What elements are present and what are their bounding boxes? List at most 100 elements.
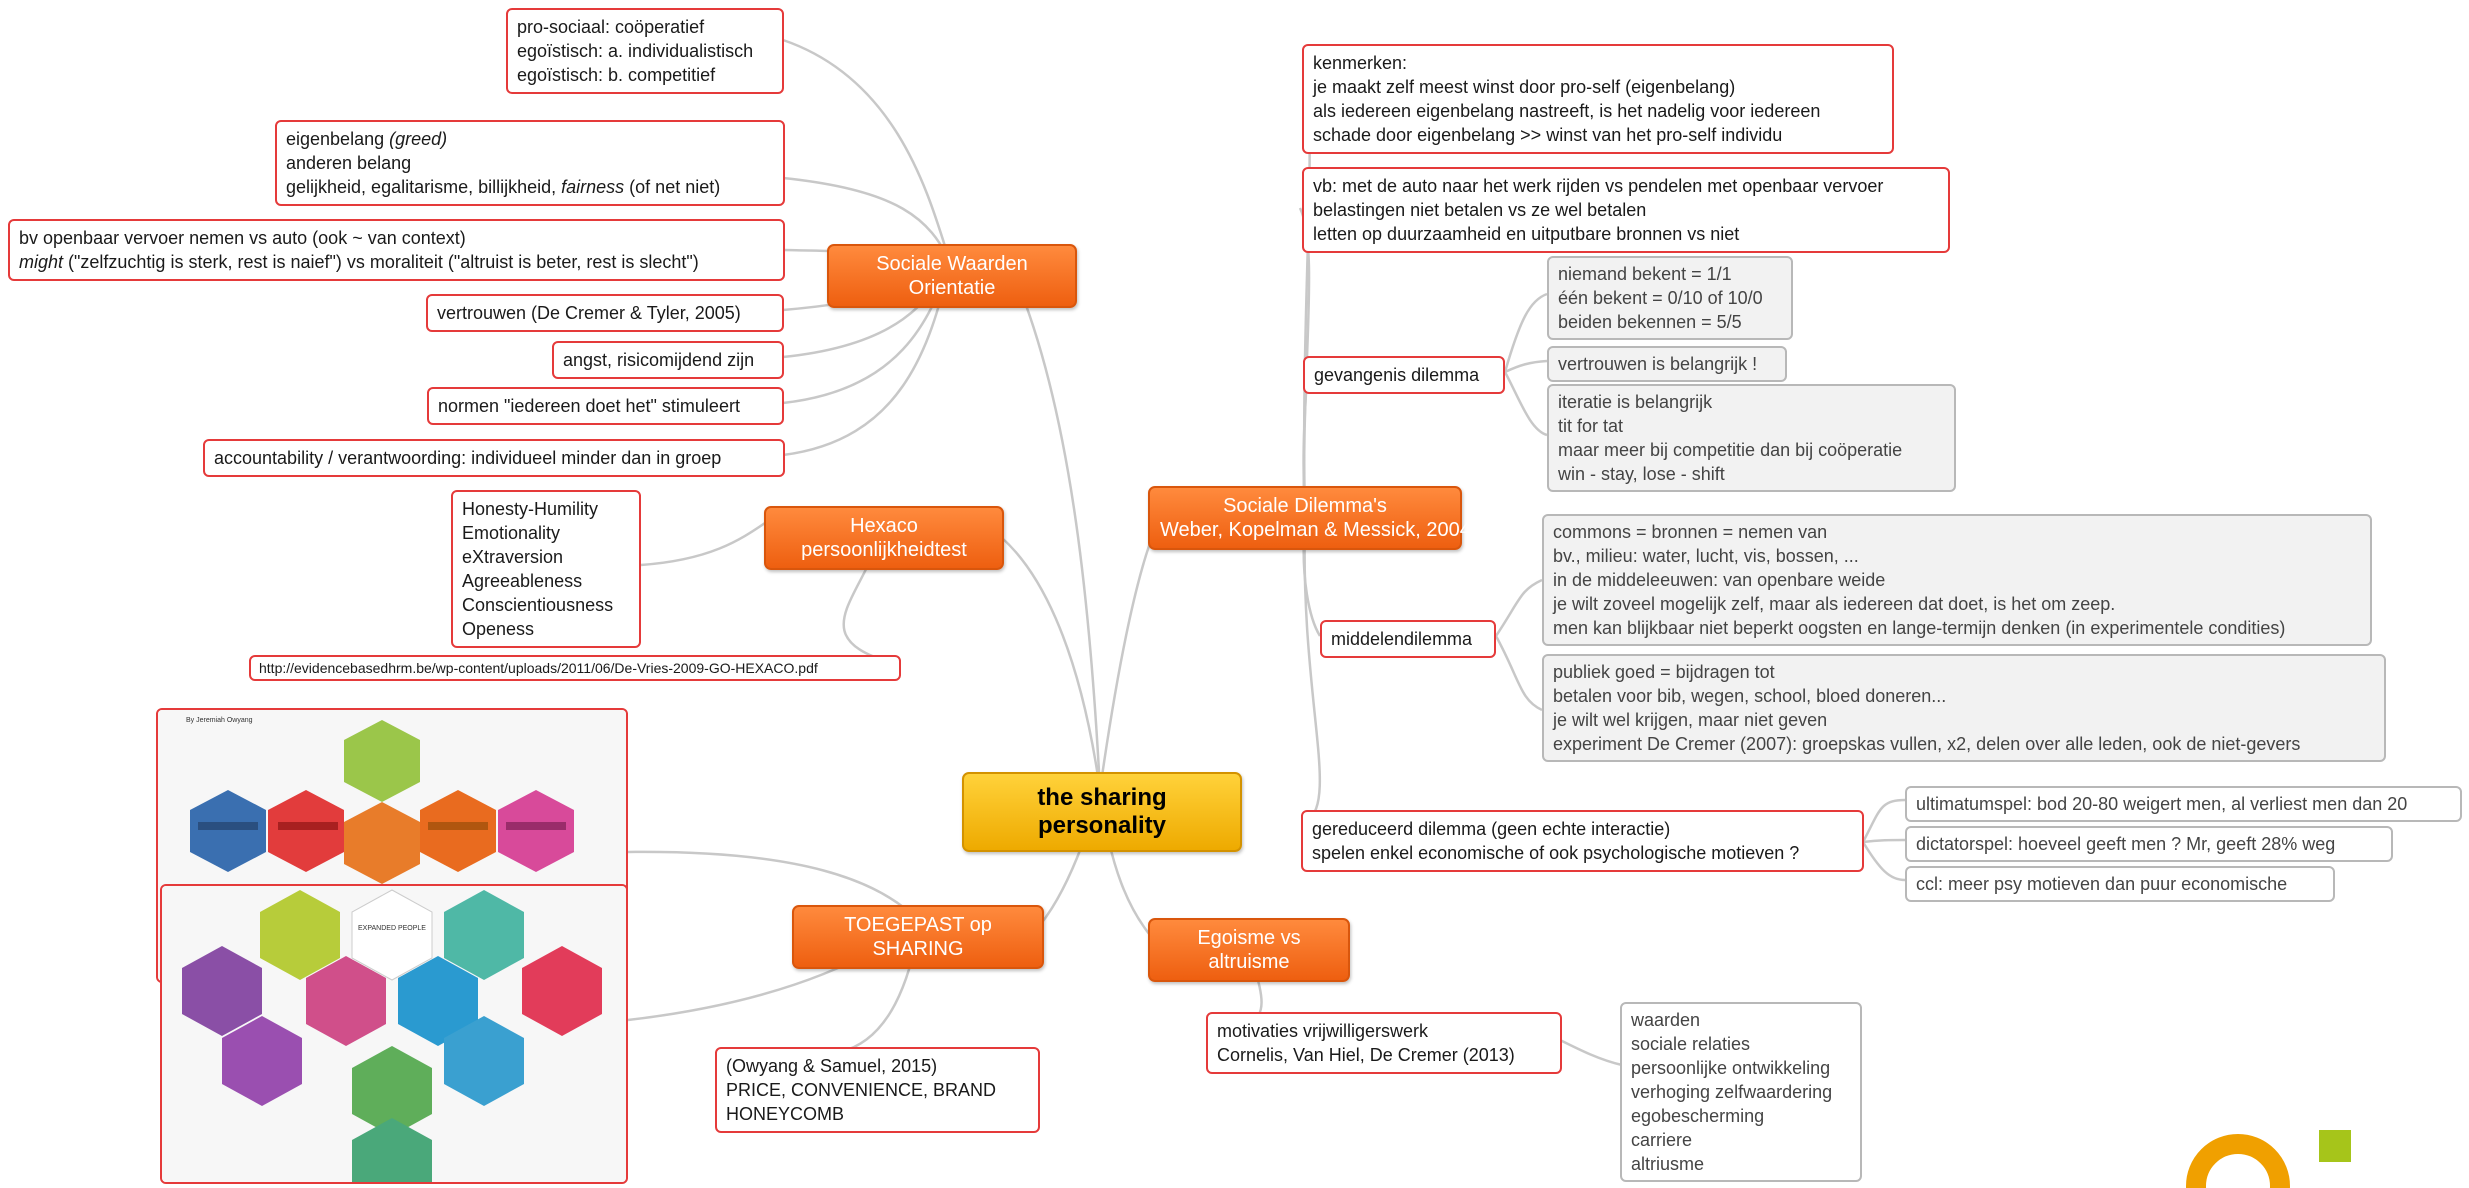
note-line: vertrouwen is belangrijk ! [1558,354,1758,374]
note-line: tit for tat [1558,416,1624,436]
topic-sociale-waarden-orientatie[interactable]: Sociale Waarden Orientatie [827,244,1077,308]
note-vertrouwen[interactable]: vertrouwen (De Cremer & Tyler, 2005) [426,294,784,332]
note-line: kenmerken: [1313,53,1408,73]
gevangenis-outcomes[interactable]: niemand bekent = 1/1 één bekent = 0/10 o… [1547,256,1793,340]
reason-item: waarden [1631,1010,1701,1030]
note-line: iteratie is belangrijk [1558,392,1713,412]
gevangenis-vertrouwen[interactable]: vertrouwen is belangrijk ! [1547,346,1787,382]
image-author-label: By Jeremiah Owyang [186,717,253,724]
note-emphasis: (greed) [389,129,448,149]
note-line: vertrouwen (De Cremer & Tyler, 2005) [437,303,741,323]
trait-item: eXtraversion [462,547,564,567]
note-line: motivaties vrijwilligerswerk [1217,1021,1429,1041]
note-voorbeelden[interactable]: vb: met de auto naar het werk rijden vs … [1302,167,1950,253]
topic-toegepast-op-sharing[interactable]: TOEGEPAST op SHARING [792,905,1044,969]
topic-label: Egoisme vs altruisme [1197,927,1301,973]
gereduceerd-dictatorspel[interactable]: dictatorspel: hoeveel geeft men ? Mr, ge… [1905,826,2393,862]
note-line: experiment De Cremer (2007): groepskas v… [1553,734,2301,754]
note-line: angst, risicomijdend zijn [563,350,755,370]
note-label: middelendilemma [1331,629,1473,649]
honeycomb-graphic-2: EXPANDED PEOPLE [162,886,626,1182]
hexaco-link[interactable]: http://evidencebasedhrm.be/wp-content/up… [249,655,901,681]
note-line: gelijkheid, egalitarisme, billijkheid, f… [286,175,774,199]
topic-label: Sociale Dilemma's [1223,495,1387,517]
note-line: Cornelis, Van Hiel, De Cremer (2013) [1217,1045,1515,1065]
note-line: betalen voor bib, wegen, school, bloed d… [1553,686,1947,706]
topic-label: Hexaco persoonlijkheidtest [801,515,967,561]
note-line: ultimatumspel: bod 20-80 weigert men, al… [1916,794,2408,814]
trait-item: Conscientiousness [462,595,614,615]
note-line: eigenbelang (greed) [286,127,774,151]
central-topic[interactable]: the sharing personality [962,772,1242,852]
topic-egoisme-vs-altruisme[interactable]: Egoisme vs altruisme [1148,918,1350,982]
note-line: één bekent = 0/10 of 10/0 [1558,288,1763,308]
trait-item: Openess [462,619,535,639]
note-might-moraliteit[interactable]: bv openbaar vervoer nemen vs auto (ook ~… [8,219,785,281]
note-line: egoïstisch: b. competitief [517,65,716,85]
note-kenmerken[interactable]: kenmerken: je maakt zelf meest winst doo… [1302,44,1894,154]
note-line: normen "iedereen doet het" stimuleert [438,396,740,416]
note-line: might ("zelfzuchtig is sterk, rest is na… [19,250,774,274]
note-hexaco-traits[interactable]: Honesty-Humility Emotionality eXtraversi… [451,490,641,648]
note-honeycomb[interactable]: (Owyang & Samuel, 2015) PRICE, CONVENIEN… [715,1047,1040,1133]
middelen-publiek-goed[interactable]: publiek goed = bijdragen tot betalen voo… [1542,654,2386,762]
note-orientaties[interactable]: pro-sociaal: coöperatief egoïstisch: a. … [506,8,784,94]
reason-item: egobescherming [1631,1106,1765,1126]
reason-item: carriere [1631,1130,1693,1150]
gevangenis-iteratie[interactable]: iteratie is belangrijk tit for tat maar … [1547,384,1956,492]
note-text: gelijkheid, egalitarisme, billijkheid, [286,177,562,197]
note-line: maar meer bij competitie dan bij coöpera… [1558,440,1903,460]
note-normen[interactable]: normen "iedereen doet het" stimuleert [427,387,784,425]
brand-logo [2186,1130,2351,1188]
gereduceerd-ultimatumspel[interactable]: ultimatumspel: bod 20-80 weigert men, al… [1905,786,2462,822]
reason-item: altriusme [1631,1154,1705,1174]
logo-ring-shape [2186,1134,2290,1188]
note-line: vb: met de auto naar het werk rijden vs … [1313,176,1884,196]
note-line: win - stay, lose - shift [1558,464,1725,484]
note-gevangenis-dilemma[interactable]: gevangenis dilemma [1303,356,1505,394]
topic-hexaco[interactable]: Hexaco persoonlijkheidtest [764,506,1004,570]
note-motivaties-vrijwilligerswerk[interactable]: motivaties vrijwilligerswerk Cornelis, V… [1206,1012,1562,1074]
honeycomb-image-2[interactable]: EXPANDED PEOPLE [160,884,628,1184]
motivaties-redenen[interactable]: waarden sociale relaties persoonlijke on… [1620,1002,1862,1182]
note-gereduceerd-dilemma[interactable]: gereduceerd dilemma (geen echte interact… [1301,810,1864,872]
note-angst[interactable]: angst, risicomijdend zijn [552,341,784,379]
note-line: egoïstisch: a. individualistisch [517,41,754,61]
topic-reference: Weber, Kopelman & Messick, 2004 [1160,519,1471,541]
note-text: (of net niet) [624,177,721,197]
middelen-commons[interactable]: commons = bronnen = nemen van bv., milie… [1542,514,2372,646]
note-middelendilemma[interactable]: middelendilemma [1320,620,1496,658]
gereduceerd-ccl[interactable]: ccl: meer psy motieven dan puur economis… [1905,866,2335,902]
note-line: accountability / verantwoording: individ… [214,448,722,468]
note-line: bv., milieu: water, lucht, vis, bossen, … [1553,546,1859,566]
note-line: men kan blijkbaar niet beperkt oogsten e… [1553,618,2286,638]
note-line: gereduceerd dilemma (geen echte interact… [1312,819,1671,839]
note-line: spelen enkel economische of ook psycholo… [1312,843,1800,863]
note-line: dictatorspel: hoeveel geeft men ? Mr, ge… [1916,834,2336,854]
note-belang[interactable]: eigenbelang (greed) anderen belang gelij… [275,120,785,206]
trait-item: Honesty-Humility [462,499,599,519]
note-text: eigenbelang [286,129,390,149]
topic-label: Sociale Waarden Orientatie [876,253,1028,299]
reason-item: persoonlijke ontwikkeling [1631,1058,1831,1078]
note-line: pro-sociaal: coöperatief [517,17,705,37]
note-line: je maakt zelf meest winst door pro-self … [1313,77,1736,97]
note-line: in de middeleeuwen: van openbare weide [1553,570,1886,590]
note-line: belastingen niet betalen vs ze wel betal… [1313,200,1647,220]
reason-item: verhoging zelfwaardering [1631,1082,1833,1102]
note-emphasis: fairness [561,177,625,197]
note-line: ccl: meer psy motieven dan puur economis… [1916,874,2288,894]
note-line: letten op duurzaamheid en uitputbare bro… [1313,224,1740,244]
note-label: gevangenis dilemma [1314,365,1480,385]
trait-item: Emotionality [462,523,561,543]
topic-sociale-dilemmas[interactable]: Sociale Dilemma's Weber, Kopelman & Mess… [1148,486,1471,550]
note-line: PRICE, CONVENIENCE, BRAND [726,1080,997,1100]
trait-item: Agreeableness [462,571,583,591]
note-line: publiek goed = bijdragen tot [1553,662,1775,682]
reason-item: sociale relaties [1631,1034,1751,1054]
note-line: beiden bekennen = 5/5 [1558,312,1742,332]
note-accountability[interactable]: accountability / verantwoording: individ… [203,439,785,477]
logo-square-shape [2319,1130,2351,1162]
note-line: bv openbaar vervoer nemen vs auto (ook ~… [19,228,466,248]
